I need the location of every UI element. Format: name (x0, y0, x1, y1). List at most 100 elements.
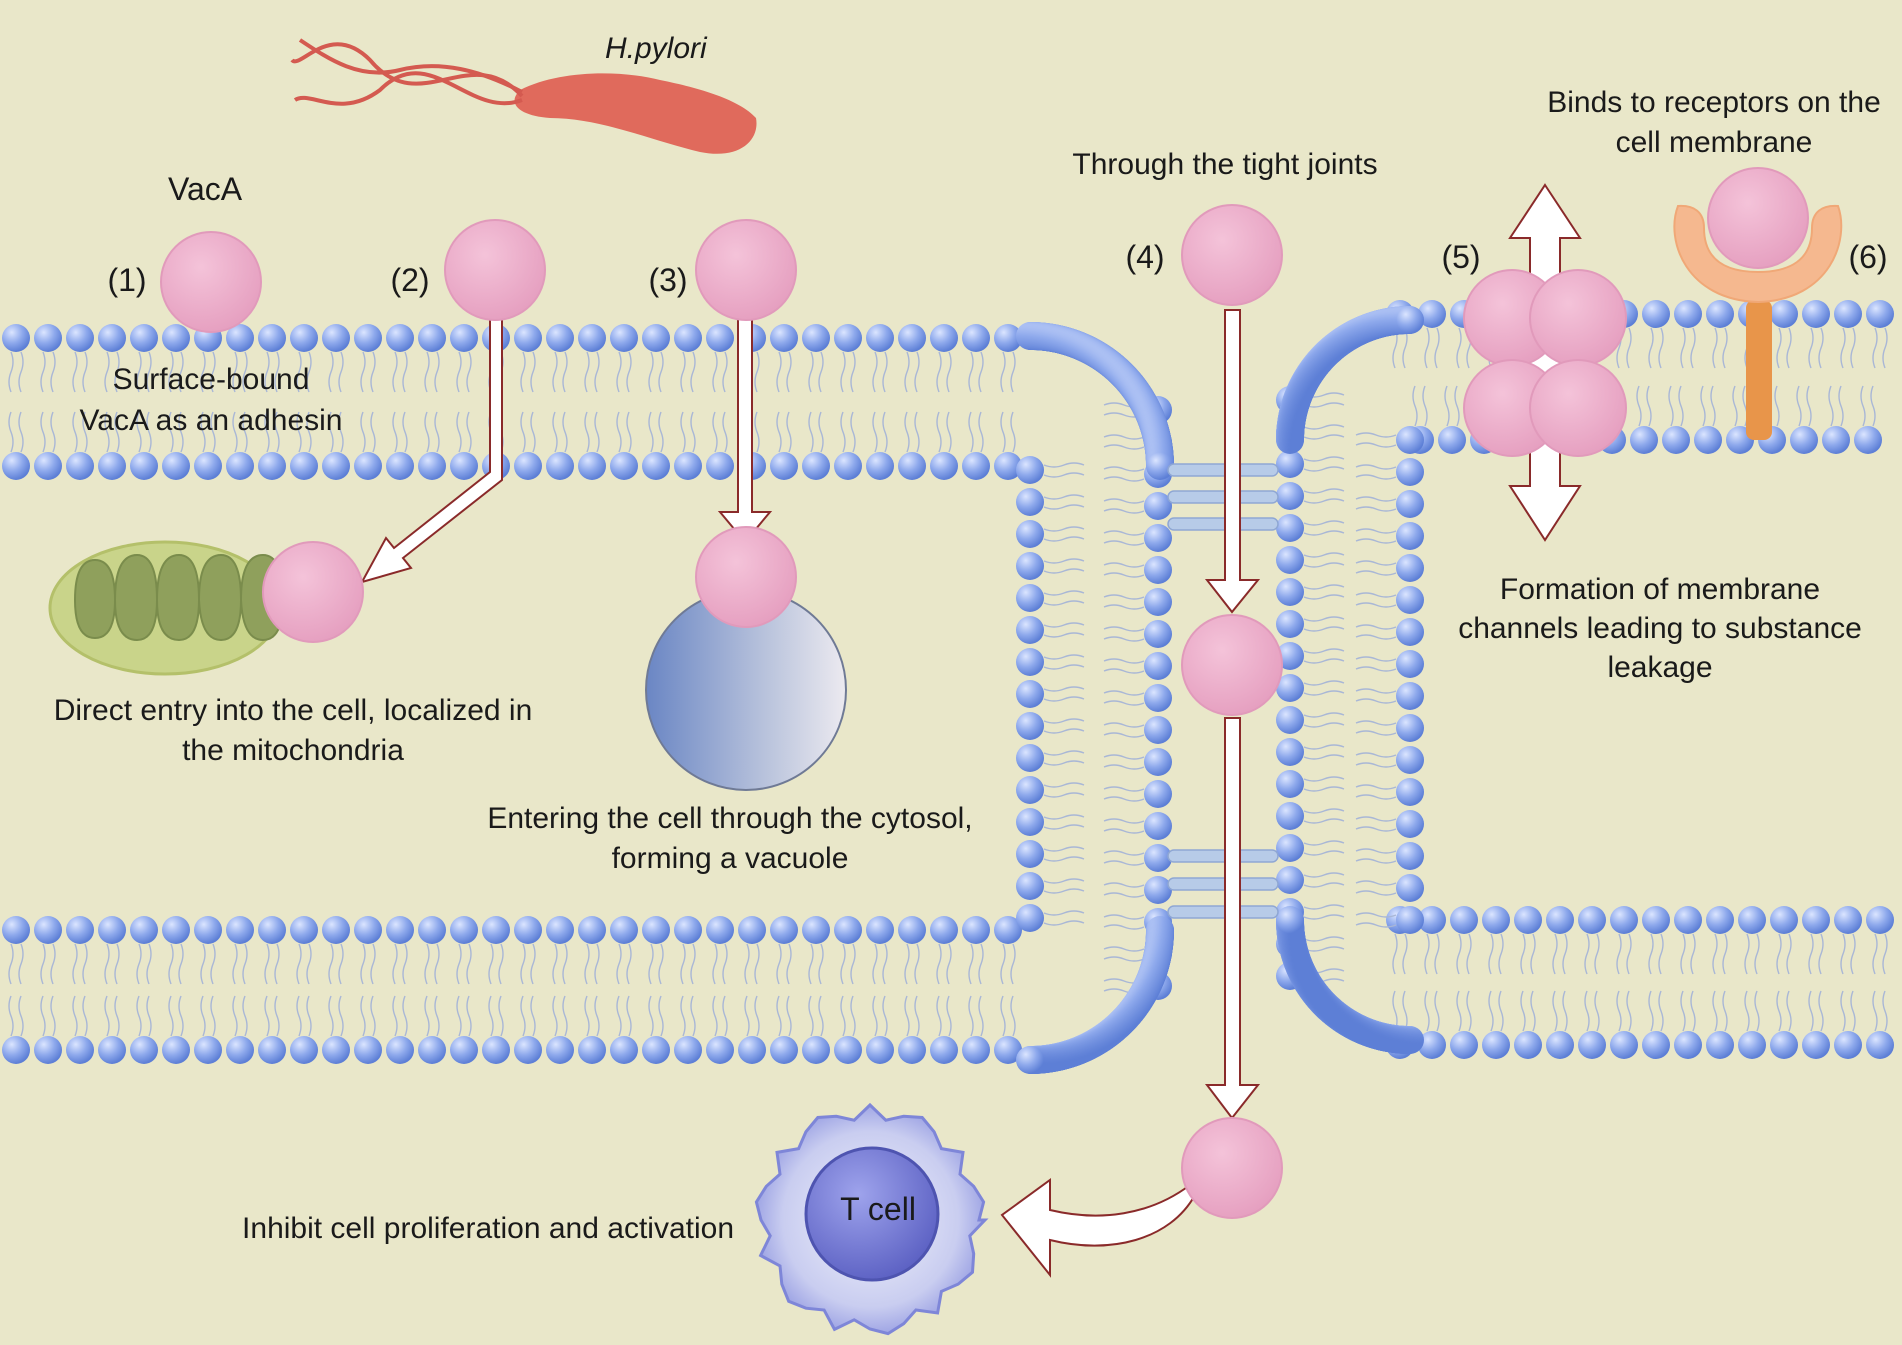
right-basal-inner-leaflet (1386, 990, 1894, 1059)
lipid-head (514, 452, 542, 480)
lipid-head (1144, 524, 1172, 552)
lipid-head (162, 916, 190, 944)
lipid-head (1418, 906, 1446, 934)
lipid-head (994, 452, 1022, 480)
lipid-head (1146, 452, 1174, 480)
lipid-head (546, 324, 574, 352)
lipid-head (1642, 300, 1670, 328)
lipid-head (1396, 618, 1424, 646)
lipid-head (610, 452, 638, 480)
lipid-head (1016, 488, 1044, 516)
arrow-step-4a (1204, 309, 1261, 614)
arrow-step-3 (717, 317, 773, 544)
lipid-head (1016, 456, 1044, 484)
step-6-caption-line-2: cell membrane (1616, 126, 1813, 159)
bacterium-body (514, 73, 757, 154)
lipid-head (226, 452, 254, 480)
step-4-number: (4) (1125, 239, 1164, 275)
lipid-head (1578, 1031, 1606, 1059)
step-5-caption-line-3: leakage (1607, 651, 1712, 684)
lipid-head (770, 1036, 798, 1064)
lipid-head (386, 324, 414, 352)
lipid-head (162, 324, 190, 352)
lipid-head (770, 916, 798, 944)
lipid-head (482, 916, 510, 944)
mitochondrion-icon (48, 540, 285, 676)
lipid-head (866, 916, 894, 944)
lipid-head (1706, 1031, 1734, 1059)
lipid-head (514, 916, 542, 944)
arrow-step-2 (359, 317, 503, 584)
pathway-arrows (359, 183, 1582, 1278)
left-basal-outer-leaflet-tails (8, 943, 1016, 985)
lipid-head (1450, 1031, 1478, 1059)
lipid-head (258, 324, 286, 352)
lipid-head (514, 324, 542, 352)
lipid-head (1144, 844, 1172, 872)
lipid-head (66, 452, 94, 480)
lipid-head (194, 916, 222, 944)
lipid-head (706, 1036, 734, 1064)
lipid-head (1144, 684, 1172, 712)
lipid-head (258, 452, 286, 480)
step-1-caption-line-1: Surface-bound (113, 363, 310, 396)
vaca-channel (1529, 359, 1627, 457)
lipid-head (450, 916, 478, 944)
lipid-head (994, 324, 1022, 352)
step-5-number: (5) (1441, 239, 1480, 275)
step-5-caption-line-2: channels leading to substance (1458, 612, 1862, 645)
lipid-head (1866, 1031, 1894, 1059)
lipid-head (322, 1036, 350, 1064)
lipid-head (802, 324, 830, 352)
lipid-head (450, 1036, 478, 1064)
lipid-head (162, 452, 190, 480)
lipid-head (1396, 874, 1424, 902)
lipid-head (514, 1036, 542, 1064)
lipid-head (1418, 300, 1446, 328)
lipid-head (1016, 840, 1044, 868)
lipid-head (1396, 810, 1424, 838)
lipid-head (546, 1036, 574, 1064)
lipid-head (674, 452, 702, 480)
lipid-head (1276, 802, 1304, 830)
lipid-head (1482, 1031, 1510, 1059)
lipid-head (802, 452, 830, 480)
lipid-head (418, 1036, 446, 1064)
lipid-head (354, 1036, 382, 1064)
left-lateral-outer-leaflet (1103, 396, 1172, 1000)
lipid-head (418, 324, 446, 352)
right-basal-inner-leaflet-tails (1392, 990, 1888, 1032)
lipid-head (866, 1036, 894, 1064)
tight-junction-icon (1167, 905, 1279, 919)
lipid-head (226, 1036, 254, 1064)
vaca-channel (1529, 269, 1627, 367)
lipid-head (642, 324, 670, 352)
lipid-head (194, 1036, 222, 1064)
step-1-number: (1) (107, 262, 146, 298)
lipid-head (1396, 906, 1424, 934)
lipid-head (738, 1036, 766, 1064)
lipid-head (866, 324, 894, 352)
lipid-head (546, 916, 574, 944)
step-5-caption-line-1: Formation of membrane (1500, 573, 1820, 606)
toxin-label: VacA (168, 171, 243, 207)
lipid-head (1144, 748, 1172, 776)
lipid-head (674, 916, 702, 944)
left-top-corner (1016, 322, 1174, 480)
left-lateral-inner-leaflet-tails (1043, 462, 1085, 926)
lipid-head (610, 324, 638, 352)
left-lateral-outer-leaflet-tails (1103, 402, 1145, 994)
lipid-head (130, 324, 158, 352)
lipid-head (994, 916, 1022, 944)
right-apical-outer-leaflet (1386, 300, 1894, 369)
lipid-head (578, 452, 606, 480)
lipid-head (1016, 1046, 1044, 1074)
lipid-head (1642, 906, 1670, 934)
lipid-head (1144, 876, 1172, 904)
vaca-to-t-cell (1181, 1117, 1283, 1219)
lipid-head (290, 452, 318, 480)
lipid-head (578, 916, 606, 944)
lipid-head (258, 1036, 286, 1064)
lipid-head (290, 1036, 318, 1064)
lipid-head (2, 324, 30, 352)
